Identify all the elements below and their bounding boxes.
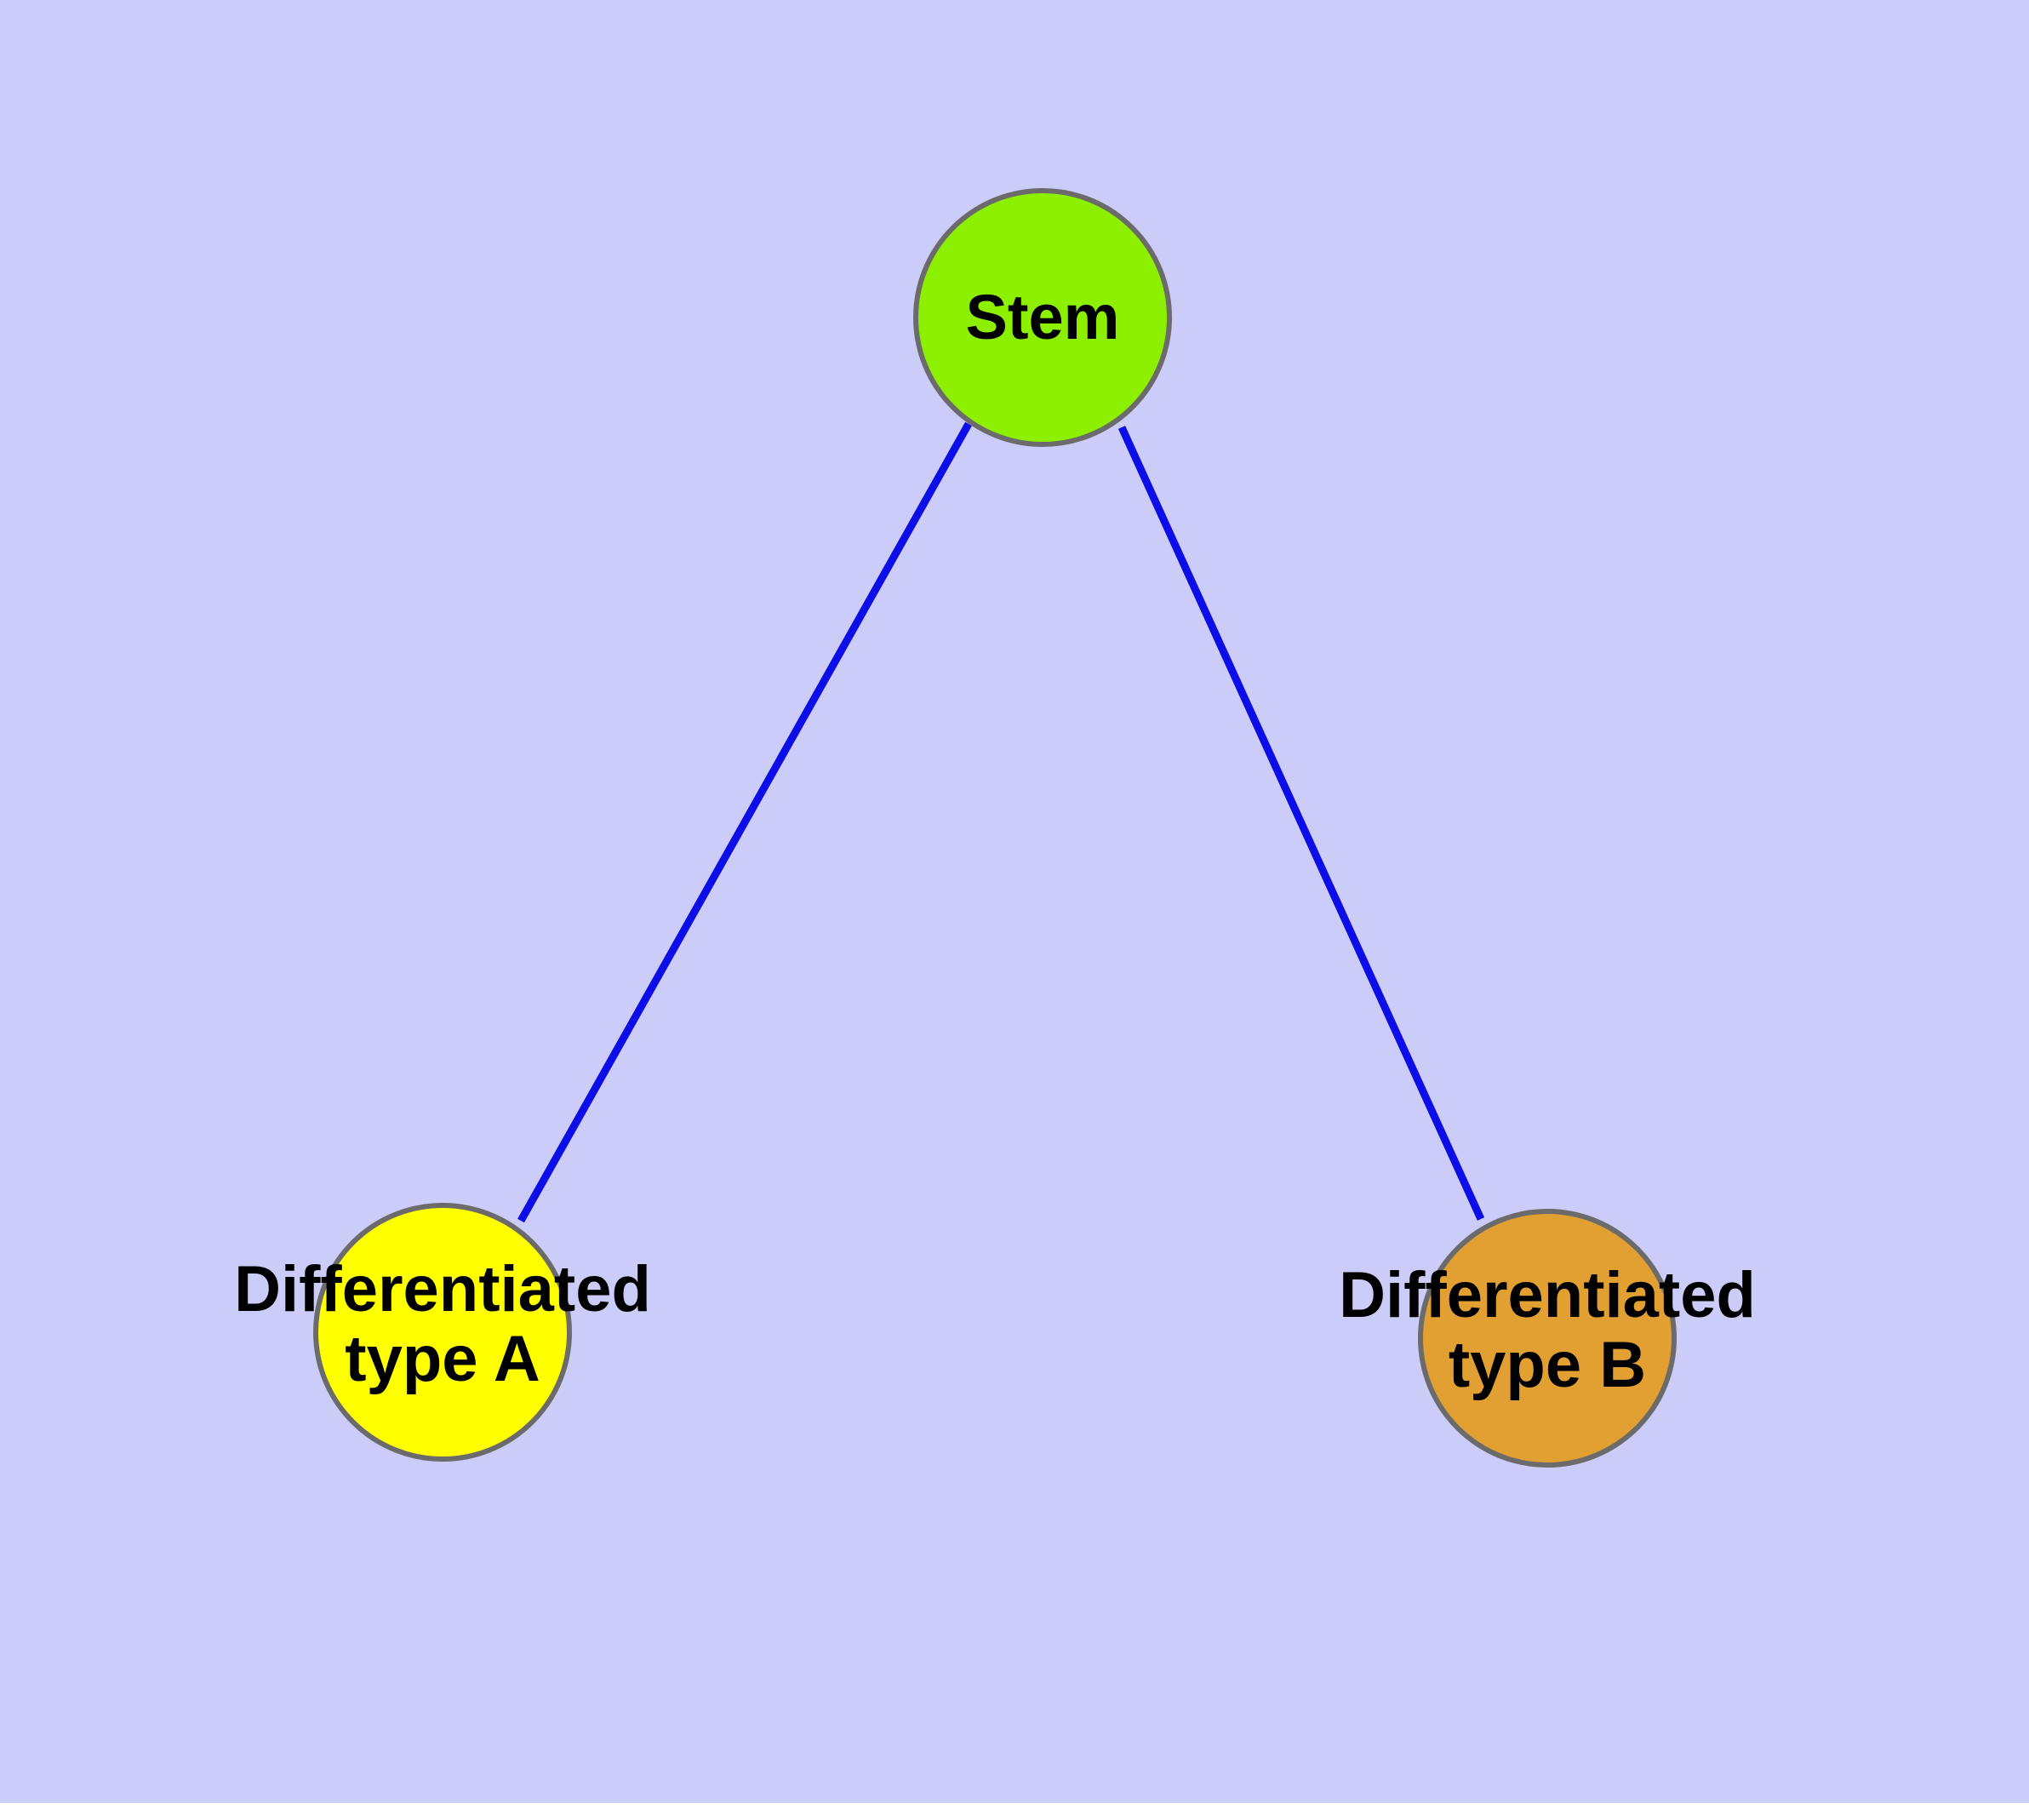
edge-stem-to-type-b xyxy=(1117,426,1485,1221)
node-layer xyxy=(313,188,1677,1468)
node-differentiated-type-a[interactable] xyxy=(313,1203,572,1462)
node-differentiated-type-b[interactable] xyxy=(1418,1209,1677,1468)
edge-stem-to-type-a xyxy=(517,421,972,1223)
edge-layer xyxy=(517,421,1485,1223)
node-stem[interactable] xyxy=(913,188,1172,447)
